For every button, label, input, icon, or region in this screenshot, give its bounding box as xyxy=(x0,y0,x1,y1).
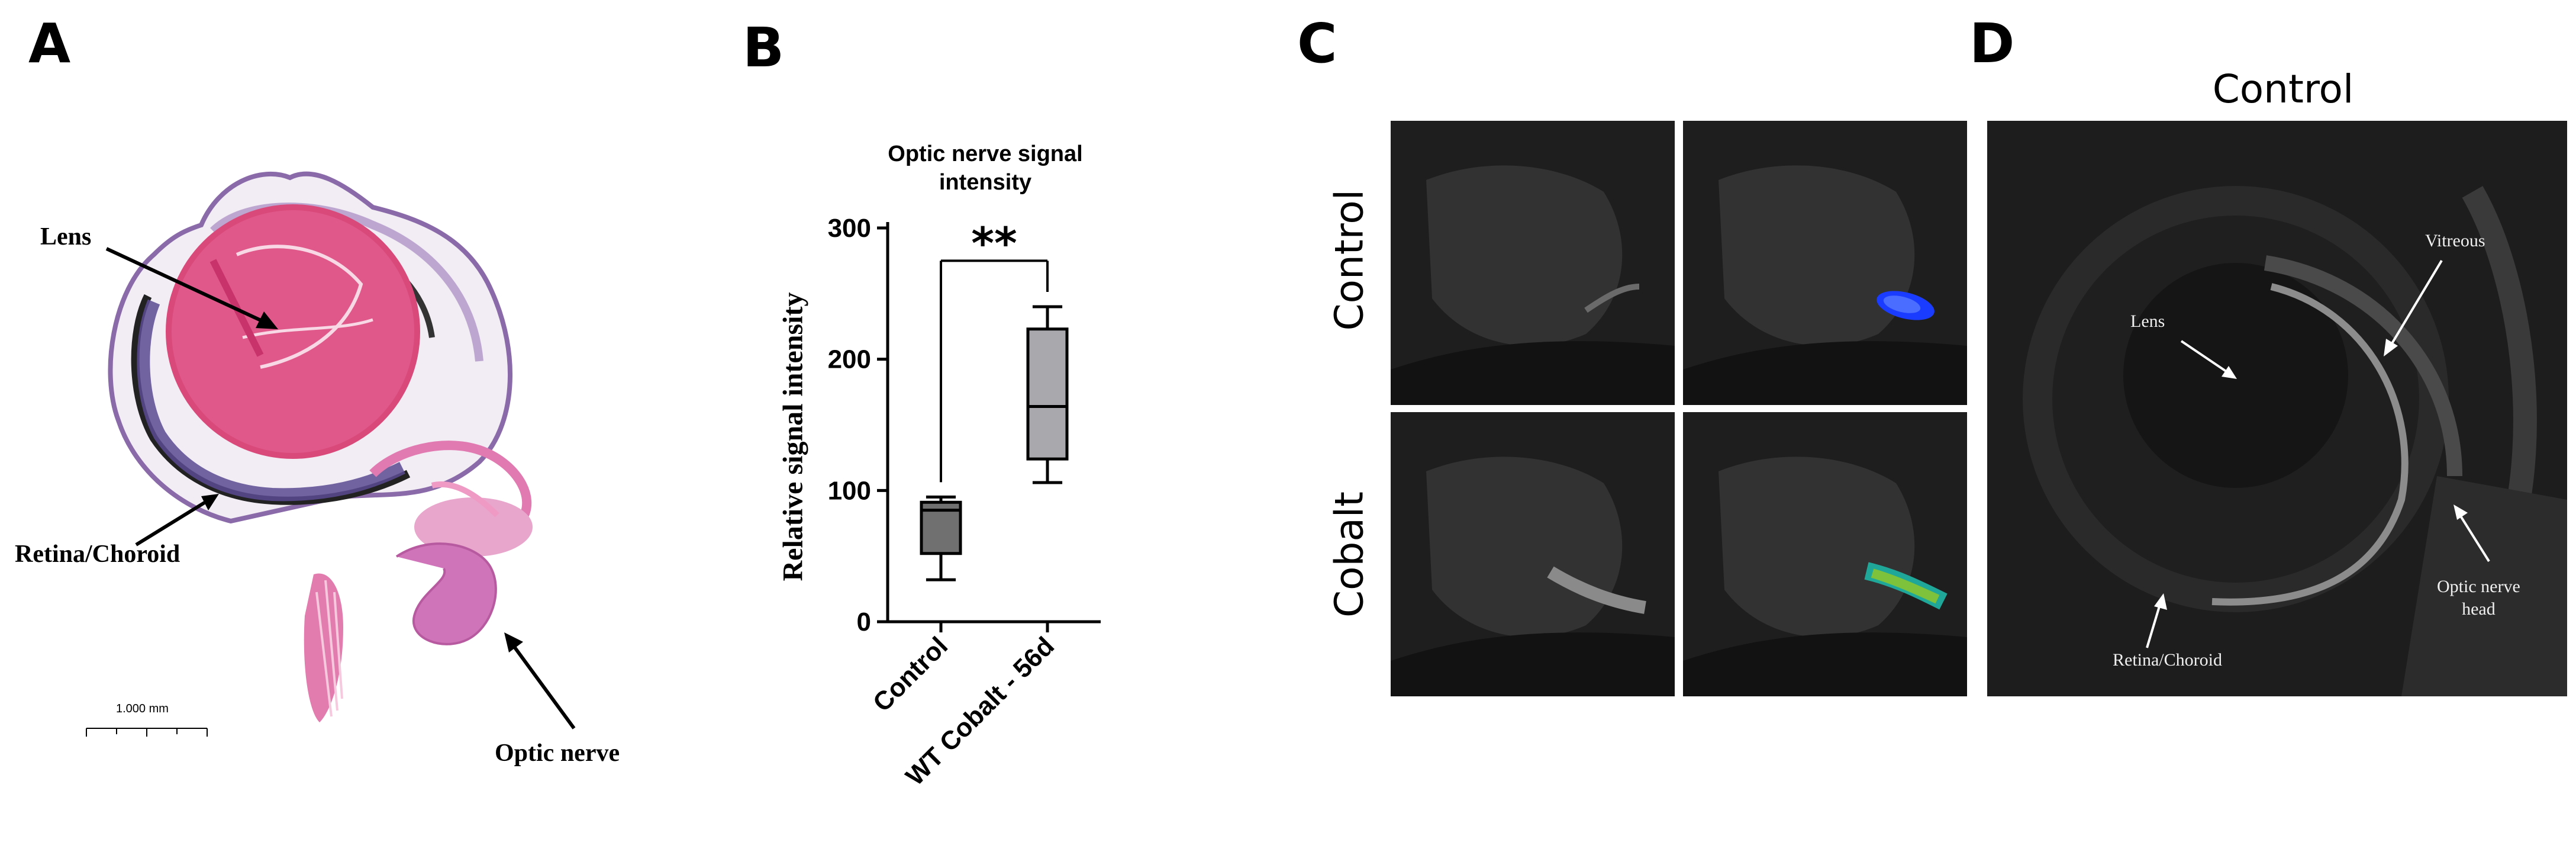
optic-nerve-head-arrow-d xyxy=(2454,504,2490,563)
mri-cobalt-raw xyxy=(1391,412,1675,696)
retina-label-d: Retina/Choroid xyxy=(2113,650,2222,670)
lens-label-d: Lens xyxy=(2130,311,2165,331)
y-tick-label: 100 xyxy=(828,476,871,505)
row-label-cobalt: Cobalt xyxy=(1326,491,1372,618)
panel-d-title: Control xyxy=(2212,66,2354,112)
mri-eye-control xyxy=(1987,121,2567,696)
row-label-control: Control xyxy=(1326,189,1372,331)
optic-nerve-head-line1: Optic nerve xyxy=(2437,577,2520,596)
mri-control-raw xyxy=(1391,121,1675,405)
scale-bar-label: 1.000 mm xyxy=(116,702,169,715)
box-1 xyxy=(1026,327,1069,461)
optic-nerve-head-line2: head xyxy=(2462,599,2496,619)
panel-a-letter: A xyxy=(28,12,71,75)
optic-nerve-arrow-a xyxy=(504,632,576,729)
y-tick-label: 200 xyxy=(828,345,871,374)
lens-arrow-d xyxy=(2180,340,2237,379)
lens-arrow-a xyxy=(105,247,278,329)
x-category-label: Control xyxy=(868,631,953,717)
significance-label: ** xyxy=(971,218,1017,269)
optic-nerve-label-a: Optic nerve xyxy=(495,740,620,767)
y-tick-label: 300 xyxy=(828,214,871,243)
mri-cobalt-overlay xyxy=(1683,412,1967,696)
scale-bar xyxy=(86,728,208,737)
retina-arrow-d xyxy=(2146,593,2167,648)
panel-b-letter: B xyxy=(743,16,785,79)
panel-c-letter: C xyxy=(1297,12,1337,75)
panel-d-letter: D xyxy=(1969,12,2015,75)
chart-title: Optic nerve signal intensity xyxy=(817,140,1154,197)
chart-title-line1: Optic nerve signal xyxy=(888,142,1083,166)
lens-label-a: Lens xyxy=(40,223,92,250)
vitreous-label-d: Vitreous xyxy=(2425,231,2485,250)
retina-label-a: Retina/Choroid xyxy=(15,541,180,568)
vitreous-arrow-d xyxy=(2384,259,2443,356)
retina-arrow-a xyxy=(135,494,219,547)
optic-nerve-head-label-d: Optic nerve head xyxy=(2437,576,2520,621)
chart-title-line2: intensity xyxy=(939,170,1032,195)
mri-control-overlay xyxy=(1683,121,1967,405)
y-tick-label: 0 xyxy=(857,608,871,637)
